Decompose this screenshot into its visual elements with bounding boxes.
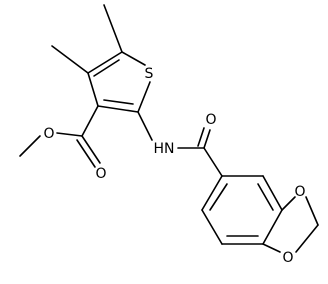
atom-amide-nitrogen: HN [154, 141, 175, 157]
bond-amide-co-1 [203, 129, 211, 149]
bond-ar-o-top [281, 196, 296, 211]
bond-c4-c3 [87, 72, 99, 107]
bond-c5-s [121, 51, 146, 66]
bond-ar-2 [262, 175, 283, 211]
bond-ar-o-bottom [262, 243, 281, 253]
bond-ar-6 [201, 175, 223, 211]
bond-o-ch2-top [305, 196, 319, 226]
bond-amide-co-2 [197, 127, 205, 147]
atom-dioxole-oxygen-bottom: O [282, 250, 293, 266]
bond-ester-c-o [56, 132, 83, 137]
bond-ar-inner-1 [257, 183, 274, 211]
bond-c2-n [137, 111, 153, 141]
bond-ar-inner-3 [209, 183, 228, 211]
atom-dioxole-oxygen-top: O [294, 184, 305, 200]
atom-ester-carbonyl-oxygen: O [95, 166, 106, 182]
atom-amide-oxygen: O [205, 112, 216, 128]
bond-methyl-4 [51, 45, 89, 74]
bond-o-methyl [19, 135, 41, 157]
bond-ar-3 [262, 209, 283, 245]
bond-s-c2 [137, 81, 151, 113]
bond-ester-co-1 [81, 135, 101, 164]
bond-ar-5 [201, 209, 223, 245]
bond-c3-carbonyl [81, 105, 99, 137]
bond-c3-c2-double [103, 99, 134, 105]
bond-o-ch2-bottom [295, 224, 319, 253]
atom-ester-ether-oxygen: O [43, 126, 54, 142]
bond-carbonyl-ring [203, 147, 223, 177]
bond-ester-co-2 [76, 139, 96, 168]
bond-methyl-5 [103, 4, 123, 53]
bond-c3-c2 [97, 105, 139, 113]
bond-c5-c4-double [93, 59, 120, 77]
bond-c5-c4 [87, 51, 123, 74]
atom-sulfur: S [145, 66, 154, 82]
